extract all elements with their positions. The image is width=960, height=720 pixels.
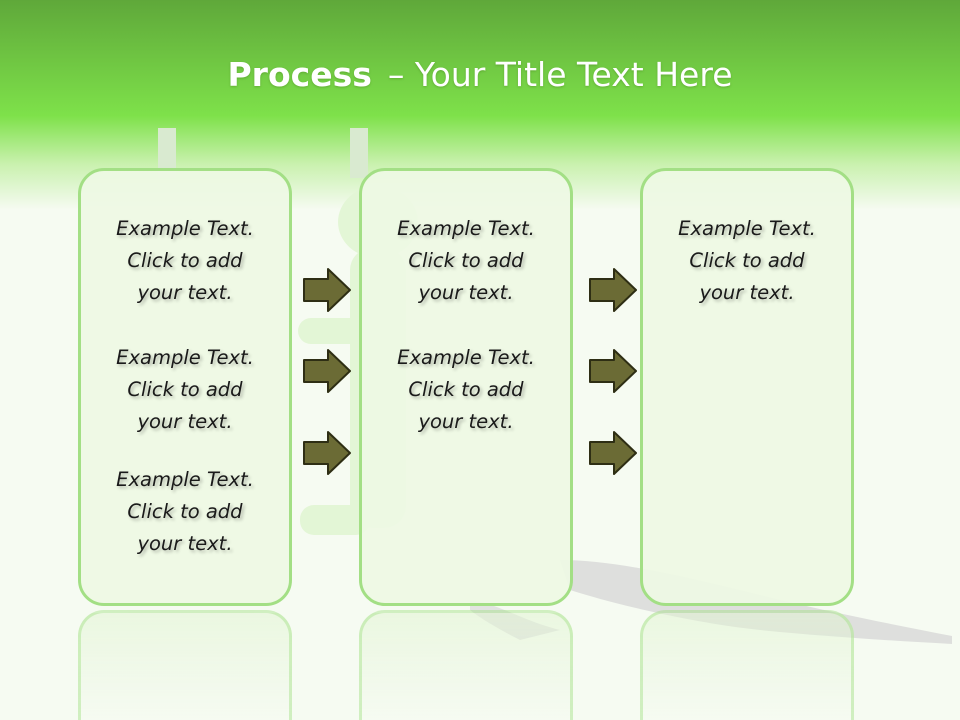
column-3-reflection	[640, 610, 854, 720]
column-1-text-1[interactable]: Example Text. Click to add your text.	[116, 217, 254, 304]
process-column-1[interactable]: Example Text. Click to add your text. Ex…	[78, 168, 292, 606]
arrow-right-icon	[589, 268, 637, 312]
arrow-right-icon	[589, 349, 637, 393]
title-rest: – Your Title Text Here	[387, 55, 733, 94]
column-1-text-3[interactable]: Example Text. Click to add your text.	[116, 468, 254, 555]
column-3-text-1[interactable]: Example Text. Click to add your text.	[678, 217, 816, 304]
slide-title[interactable]: Process – Your Title Text Here	[0, 52, 960, 98]
pole-left	[158, 128, 176, 178]
pole-right	[350, 128, 368, 178]
column-2-reflection	[359, 610, 573, 720]
column-2-text-1[interactable]: Example Text. Click to add your text.	[397, 217, 535, 304]
process-column-3[interactable]: Example Text. Click to add your text.	[640, 168, 854, 606]
process-column-2[interactable]: Example Text. Click to add your text. Ex…	[359, 168, 573, 606]
arrow-right-icon	[303, 349, 351, 393]
column-1-reflection	[78, 610, 292, 720]
arrow-right-icon	[303, 431, 351, 475]
column-1-text-2[interactable]: Example Text. Click to add your text.	[116, 346, 254, 433]
arrow-right-icon	[303, 268, 351, 312]
title-bold: Process	[227, 55, 372, 94]
arrow-right-icon	[589, 431, 637, 475]
column-2-text-2[interactable]: Example Text. Click to add your text.	[397, 346, 535, 433]
